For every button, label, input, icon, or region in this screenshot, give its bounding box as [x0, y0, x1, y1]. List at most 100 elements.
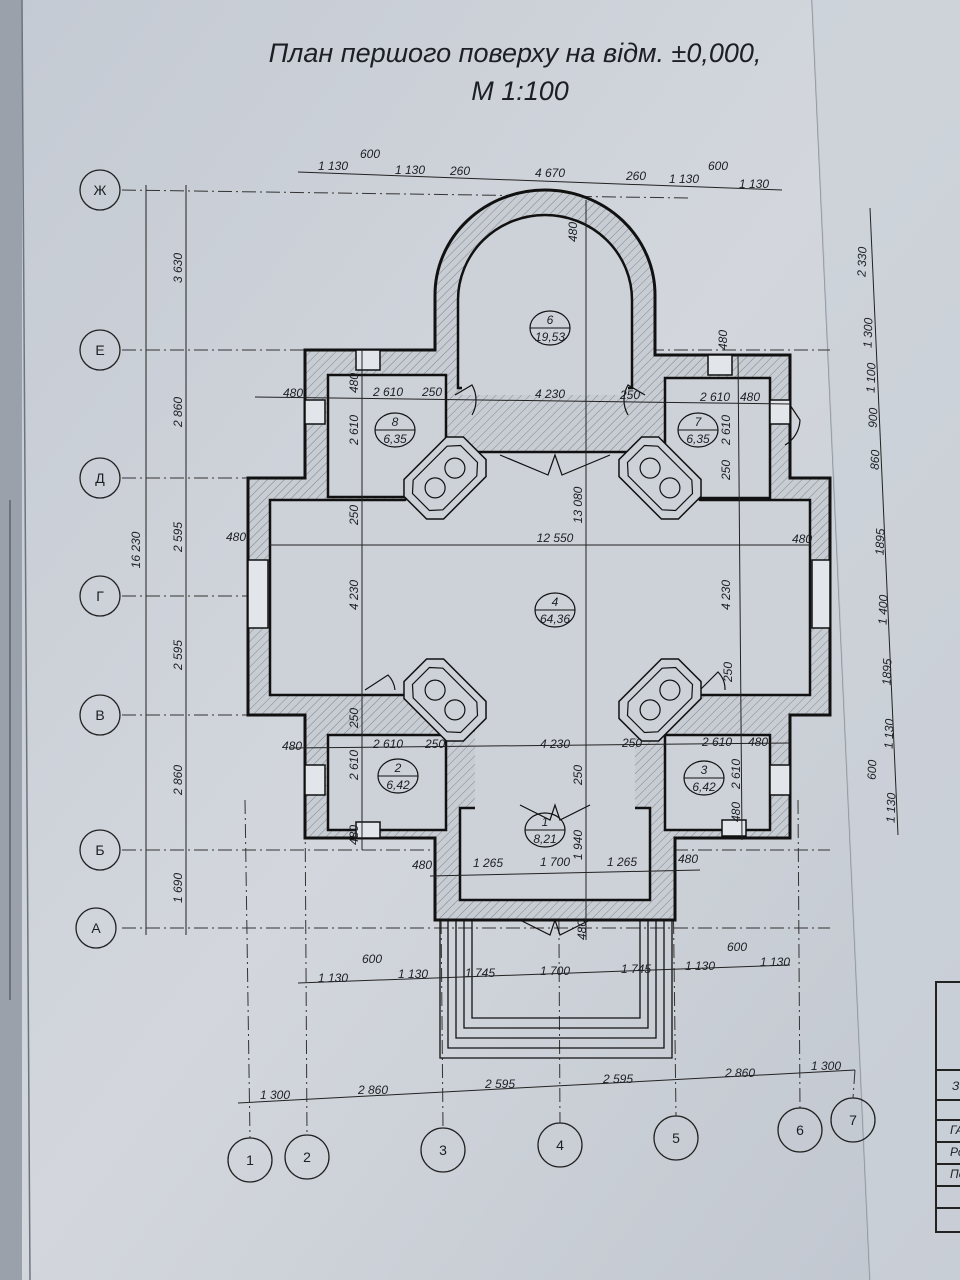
room-tag: 36,42: [683, 760, 725, 796]
dimension-lines: [145, 171, 899, 1104]
window: [769, 399, 791, 425]
axis-label-row: Ж: [94, 182, 107, 198]
axis-label-row: А: [91, 920, 101, 936]
dimension-bottom: 1 130: [318, 971, 348, 985]
dimension-bottom-overall: 1 300: [260, 1088, 290, 1102]
door-swing: [623, 384, 646, 416]
room-number: 8: [392, 415, 399, 429]
column-pier: [618, 658, 702, 742]
room-area: 64,36: [540, 612, 570, 626]
column-pier: [618, 436, 702, 520]
dimension-interior: 250: [424, 737, 445, 751]
dimension-left: 1 690: [171, 873, 185, 903]
dimension-interior: 12 550: [537, 531, 574, 545]
grid-axis-line: [797, 799, 801, 1109]
dimension-bottom-overall: 2 595: [602, 1072, 633, 1086]
dimension-interior: 480: [347, 825, 361, 845]
window: [707, 354, 733, 376]
room-area: 6,35: [686, 432, 710, 446]
dimension-interior: 480: [740, 390, 760, 404]
dimension-interior: 250: [719, 460, 733, 481]
dimension-interior: 2 610: [729, 759, 743, 790]
dimension-interior: 4 230: [535, 387, 565, 401]
dimension-top: 1 130: [669, 172, 699, 186]
dimension-interior: 1 940: [571, 830, 585, 860]
dimension-right: 1 400: [875, 594, 890, 625]
title-block-text: Ро: [950, 1145, 960, 1159]
dimension-bottom: 1 130: [760, 955, 790, 969]
door-swing: [454, 384, 477, 416]
dimension-interior: 2 610: [699, 390, 730, 404]
room-area: 19,53: [535, 330, 565, 344]
dimension-bottom: 1 130: [685, 959, 715, 973]
room-number: 7: [695, 415, 703, 429]
dimension-interior: 250: [721, 662, 735, 683]
dimension-top: 260: [625, 169, 646, 183]
dimension-interior: 250: [347, 505, 361, 526]
room-number: 6: [547, 313, 554, 327]
axis-label-column: 4: [556, 1137, 564, 1153]
dimension-interior: 480: [283, 386, 303, 400]
dimension-top: 1 130: [318, 159, 348, 173]
axis-bubble: [777, 1107, 823, 1153]
next-page: [812, 0, 960, 1280]
column-pier: [403, 658, 487, 742]
dimension-top: 1 130: [739, 177, 769, 191]
dimension-interior: 250: [571, 765, 585, 786]
axis-bubble: [79, 169, 121, 211]
window: [355, 349, 381, 371]
dimension-bottom: 1 700: [540, 964, 570, 978]
dimension-right: 1 100: [863, 362, 878, 393]
title-block-text: Пе: [950, 1167, 960, 1181]
dimension-bottom-overall: 1 300: [811, 1059, 841, 1073]
door-swing: [784, 404, 801, 446]
dimension-bottom: 600: [727, 940, 747, 954]
dimension-left: 2 860: [171, 765, 185, 796]
dimension-bottom: 1 745: [465, 966, 495, 980]
dimension-interior: 1 265: [473, 856, 503, 870]
dimension-interior: 480: [347, 373, 361, 393]
axis-label-column: 5: [672, 1130, 680, 1146]
dimension-interior: 480: [575, 920, 589, 940]
apse-interior: [456, 213, 634, 390]
dimension-right: 1895: [880, 658, 895, 685]
building-walls: [246, 188, 832, 1059]
grid-axis-line: [852, 1069, 856, 1099]
room-area: 6,35: [383, 432, 407, 446]
dimension-left: 2 595: [171, 522, 185, 553]
drawing-title: План першого поверху на відм. ±0,000,: [269, 38, 762, 68]
axis-label-column: 3: [439, 1142, 447, 1158]
dimension-interior: 250: [619, 388, 640, 402]
axis-bubble: [79, 575, 121, 617]
room-number: 4: [552, 595, 559, 609]
dimension-interior: 4 230: [347, 580, 361, 610]
axis-label-row: Е: [95, 342, 104, 358]
dimension-top: 4 670: [535, 166, 565, 180]
dimension-left: 2 595: [171, 640, 185, 671]
dimension-interior: 480: [716, 330, 730, 350]
dimension-interior: 2 610: [347, 750, 361, 781]
entrance-steps: [439, 920, 673, 1059]
room-tag: 76,35: [677, 412, 719, 448]
room-area: 6,42: [386, 778, 410, 792]
nave-porch-opening: [475, 725, 635, 815]
room-number: 2: [394, 761, 402, 775]
room-2-interior: [326, 733, 448, 832]
room-tag: 26,42: [377, 758, 419, 794]
room-tag: 18,21: [524, 812, 566, 848]
title-block: [935, 981, 960, 1233]
dimension-interior: 1 265: [607, 855, 637, 869]
dimension-interior: 2 610: [372, 737, 403, 751]
dimension-interior: 2 610: [347, 415, 361, 446]
dimension-left: 2 860: [171, 397, 185, 428]
dimension-interior: 2 610: [719, 415, 733, 446]
dimension-bottom-overall: 2 595: [484, 1077, 515, 1091]
axis-label-row: Б: [95, 842, 104, 858]
axis-bubble: [79, 694, 121, 736]
dimension-top: 600: [708, 159, 728, 173]
dimension-interior: 4 230: [719, 580, 733, 610]
dimension-interior: 4 230: [540, 737, 570, 751]
axis-bubble: [420, 1127, 466, 1173]
title-block-text: ГА: [950, 1123, 960, 1137]
dimension-interior: 13 080: [571, 486, 585, 523]
